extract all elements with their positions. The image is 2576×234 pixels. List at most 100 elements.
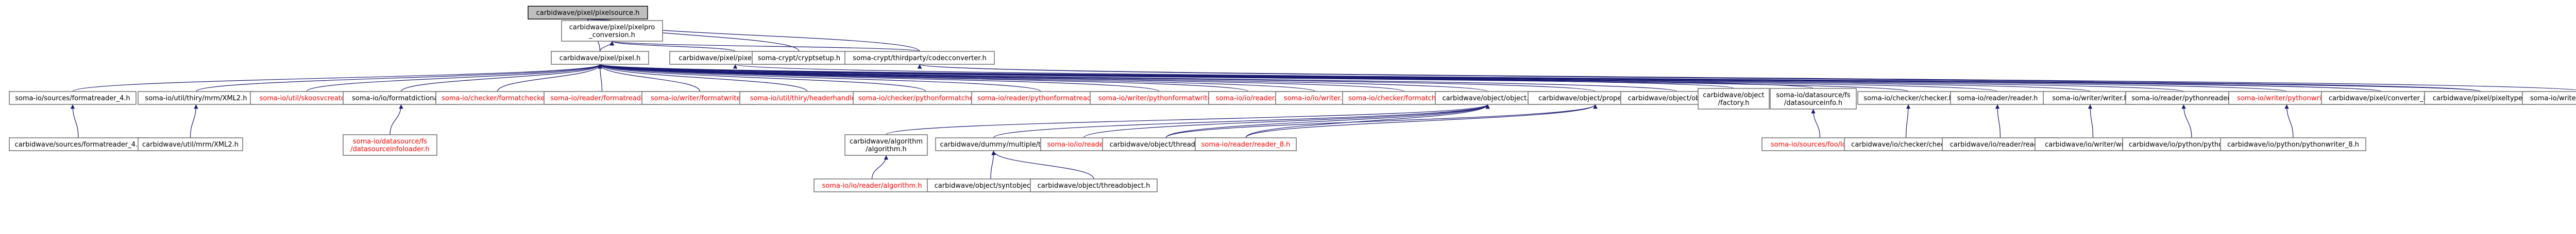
graph-edge (598, 64, 1041, 92)
graph-node-label: soma-io/reader/pythonreader.h (2131, 95, 2235, 102)
graph-node-b4[interactable]: soma-crypt/thirdparty/codecconverter.h (844, 51, 995, 65)
graph-edge (1165, 104, 1598, 138)
graph-node-c22[interactable]: soma-io/writer/writer.h (2043, 91, 2138, 105)
graph-node-c15[interactable]: carbidwave/object/object.h (1435, 91, 1540, 105)
graph-edge (598, 64, 808, 92)
graph-node-label: soma-io/reader/reader.h (1957, 95, 2038, 102)
graph-node-d14[interactable]: carbidwave/io/python/pythonwriter_8.h (2220, 137, 2366, 151)
graph-node-e3[interactable]: carbidwave/object/threadobject.h (1030, 178, 1158, 192)
graph-node-box (1770, 88, 1857, 110)
graph-node-c19[interactable]: soma-io/datasource/fs/datasourceinfo.h (1770, 88, 1857, 110)
graph-node-box (138, 137, 243, 151)
graph-node-box (2125, 91, 2242, 105)
graph-node-box (1208, 91, 1288, 105)
graph-node-e1[interactable]: soma-io/io/reader/algorithm.h (814, 178, 930, 192)
graph-node-d4[interactable]: carbidwave/algorithm/algorithm.h (844, 134, 928, 156)
graph-node-label: soma-io/checker/pythonformatchecker.h (858, 95, 993, 102)
graph-node-label: soma-io/writer/writer.h (2052, 95, 2128, 102)
graph-edge (2088, 104, 2094, 138)
graph-node-label: carbidwave/pixel/pixeltype.h (2433, 95, 2529, 102)
graph-node-label: soma-io/reader/reader_8.h (1201, 141, 1291, 149)
graph-node-c20[interactable]: soma-io/checker/checker.h (1857, 91, 1959, 105)
graph-node-d8[interactable]: soma-io/reader/reader_8.h (1195, 137, 1297, 151)
graph-node-box (544, 91, 660, 105)
graph-node-c21[interactable]: soma-io/reader/reader.h (1950, 91, 2045, 105)
graph-node-box (551, 51, 649, 65)
graph-edge (599, 41, 615, 52)
graph-node-label: _conversion.h (588, 31, 635, 39)
graph-node-label: carbidwave/object/threadobject.h (1110, 141, 1223, 149)
graph-node-b1[interactable]: carbidwave/pixel/pixel.h (551, 51, 649, 65)
graph-node-box (2043, 91, 2138, 105)
graph-edge (598, 64, 1677, 92)
graph-edge (871, 155, 889, 179)
graph-node-label: /algorithm.h (866, 146, 907, 153)
graph-node-label: carbidwave/io/reader/reader.h (1950, 141, 2051, 149)
graph-edge (1811, 109, 1821, 138)
graph-node-box (1030, 178, 1158, 192)
graph-node-label: soma-io/util/thiry/mrm/XML2.h (145, 95, 247, 102)
graph-edge (72, 64, 602, 92)
graph-node-c10[interactable]: soma-io/reader/pythonformatreader.h (971, 91, 1110, 105)
graph-node-c25[interactable]: carbidwave/pixel/converter_8.h (2321, 91, 2442, 105)
graph-node-label: carbidwave/sources/formatreader_4.h (15, 141, 142, 149)
graph-node-box (1090, 91, 1229, 105)
graph-edge (190, 104, 198, 138)
graph-node-c23[interactable]: soma-io/reader/pythonreader.h (2125, 91, 2242, 105)
graph-edge (1995, 104, 2001, 138)
graph-edge (610, 41, 920, 52)
graph-edge (918, 64, 2576, 91)
graph-node-box (1435, 91, 1540, 105)
graph-node-label: /factory.h (1718, 99, 1750, 107)
graph-node-c27[interactable]: soma-io/writer/pythonwriter_8.h (2522, 91, 2576, 105)
graph-node-box (2522, 91, 2576, 105)
graph-node-label: carbidwave/util/mrm/XML2.h (142, 141, 239, 149)
graph-node-d3[interactable]: soma-io/datasource/fs/datasourceinfoload… (343, 134, 437, 156)
graph-node-box (1195, 137, 1297, 151)
graph-node-label: soma-io/datasource/fs (353, 138, 427, 146)
graph-edge (598, 64, 701, 92)
graph-node-label: soma-io/writer/formatwriter.h (651, 95, 749, 102)
graph-node-b3[interactable]: soma-crypt/cryptsetup.h (752, 51, 846, 65)
graph-node-c8[interactable]: soma-io/util/thiry/headerhandler.h (739, 91, 875, 105)
graph-node-label: soma-io/sources/formatreader_4.h (15, 95, 130, 102)
graph-node-box (1698, 88, 1770, 110)
graph-node-a1[interactable]: carbidwave/pixel/pixelpro_conversion.h (561, 20, 663, 42)
graph-node-label: soma-io/checker/formatchecker.h (1348, 95, 1460, 102)
graph-node-label: carbidwave/algorithm (850, 138, 923, 146)
graph-node-box (2220, 137, 2366, 151)
graph-edge (1245, 104, 1490, 138)
graph-node-c26[interactable]: carbidwave/pixel/pixeltype.h (2424, 91, 2537, 105)
graph-node-label: soma-crypt/thirdparty/codecconverter.h (853, 55, 987, 62)
graph-node-c18[interactable]: carbidwave/object/factory.h (1698, 88, 1770, 110)
graph-node-d5[interactable]: carbidwave/dummy/multiple/t.h (935, 137, 1052, 151)
graph-node-c7[interactable]: soma-io/writer/formatwriter.h (641, 91, 758, 105)
graph-node-c6[interactable]: soma-io/reader/formatreader.h (544, 91, 660, 105)
graph-edge (598, 64, 926, 92)
graph-node-label: carbidwave/pixel/converter_8.h (2329, 95, 2434, 102)
graph-node-d1[interactable]: carbidwave/sources/formatreader_4.h (9, 137, 148, 151)
graph-node-label: soma-io/writer/pythonwriter_8.h (2530, 95, 2576, 102)
graph-node-c11[interactable]: soma-io/writer/pythonformatwriter.h (1090, 91, 1229, 105)
graph-edge (610, 41, 736, 52)
graph-node-c5[interactable]: soma-io/checker/formatchecker.h (435, 91, 560, 105)
graph-edge (195, 64, 602, 92)
graph-node-c1[interactable]: soma-io/sources/formatreader_4.h (9, 91, 137, 105)
graph-node-c13[interactable]: soma-io/io/writer.h (1275, 91, 1355, 105)
graph-node-label: carbidwave/io/writer/writer.h (2045, 141, 2141, 149)
graph-node-c2[interactable]: soma-io/util/thiry/mrm/XML2.h (138, 91, 255, 105)
graph-node-label: carbidwave/pixel/pixelsource.h (536, 9, 640, 17)
graph-node-label: soma-io/reader/pythonformatreader.h (977, 95, 1104, 102)
graph-edge (991, 150, 1094, 179)
graph-node-label: carbidwave/object (1703, 92, 1764, 99)
graph-node-label: soma-io/reader/formatreader.h (550, 95, 653, 102)
graph-node-root[interactable]: carbidwave/pixel/pixelsource.h (528, 6, 648, 20)
graph-edge (733, 64, 2382, 92)
graph-node-c12[interactable]: soma-io/io/reader.h (1208, 91, 1288, 105)
graph-node-d2[interactable]: carbidwave/util/mrm/XML2.h (138, 137, 243, 151)
graph-edge (400, 64, 602, 92)
graph-edge (2181, 104, 2192, 138)
graph-edge (70, 104, 79, 138)
graph-edge (1245, 104, 1598, 138)
